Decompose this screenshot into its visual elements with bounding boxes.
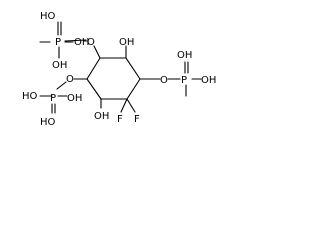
label-oh-p1-bottom: OH [52,60,67,71]
label-f-2: F [134,114,140,125]
label-ho-p3-bottom: HO [40,117,56,128]
label-o-p2-ester: O [160,75,168,86]
label-ho-p1-top: HO [40,11,56,22]
label-oh-p2-top: OH [177,50,192,61]
label-oh-p2-right: OH [201,75,216,86]
ring-bonds [86,57,141,100]
label-oh-p1-right: OH [74,37,89,48]
label-oh-ring-bottom: OH [94,111,109,122]
label-o-p3-ester: O [66,74,74,85]
label-p3: P [50,93,56,104]
atom-labels: HO P OH O OH OH O P OH OH O HO P OH HO O… [22,11,216,128]
chemical-structure-diagram: HO P OH O OH OH O P OH OH O HO P OH HO O… [22,11,216,128]
label-p1: P [55,37,61,48]
label-p2: P [181,75,187,86]
label-oh-p3-right: OH [67,93,82,104]
label-o-p1-ester: O [87,37,95,48]
label-oh-ring-top: OH [119,37,134,48]
label-ho-p3-left: HO [22,91,38,102]
label-f-1: F [117,114,123,125]
substituent-bonds [39,21,202,114]
